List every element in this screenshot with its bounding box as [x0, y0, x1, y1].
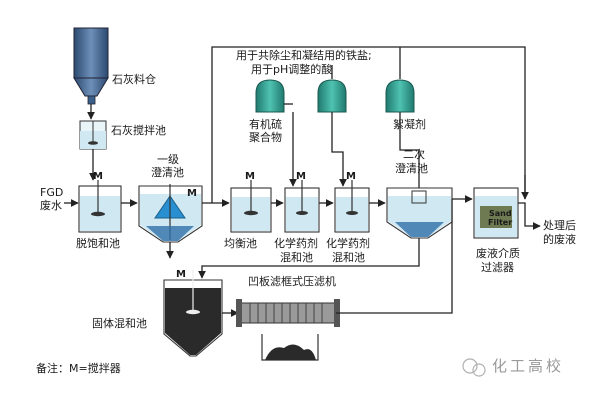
chem2-label-2: 混和池	[332, 251, 365, 264]
ph-acid-label: 用于pH调整的酸	[251, 62, 332, 76]
iron-salt-label: 用于共除尘和凝结用的铁盐;	[236, 48, 372, 62]
primary-clarifier-label-1: 一级	[157, 153, 179, 166]
chem-mix-tank-2	[334, 180, 370, 233]
filter-press-label: 凹板滤框式压滤机	[248, 274, 336, 288]
solids-mix-tank	[163, 270, 223, 357]
eq-tank-label: 均衡池	[224, 237, 257, 250]
secondary-clarifier-label-1: 二次	[403, 147, 425, 161]
desaturation-tank	[78, 180, 122, 233]
treated-label-2: 的废液	[543, 232, 576, 246]
lime-mix-tank-label: 石灰搅拌池	[111, 123, 166, 137]
chem1-label-1: 化学药剂	[274, 236, 318, 250]
eq-mixer-mark: M	[245, 171, 255, 182]
chem1-label-2: 混和池	[280, 251, 313, 264]
chem-mix-tank-1	[284, 180, 320, 233]
desat-tank-label: 脱饱和池	[76, 236, 120, 250]
watermark-text: 化工高校	[492, 357, 564, 375]
acid-pipe	[331, 112, 347, 187]
lime-silo	[73, 27, 109, 105]
primary-clarifier-label-2: 澄清池	[151, 165, 184, 179]
solids-tank-label: 固体混和池	[92, 316, 147, 330]
fgd-wastewater-label: 废水	[40, 198, 62, 212]
watermark: 化工高校	[462, 357, 564, 377]
media-filter-label-2: 过滤器	[481, 261, 514, 274]
solids-mixer-mark: M	[176, 269, 186, 280]
filter-inner-text-2: Filter	[488, 218, 512, 227]
cake-bin	[261, 334, 319, 361]
chem1-mixer-mark: M	[296, 171, 306, 182]
filter-press	[236, 299, 340, 327]
organosulfide-label-2: 聚合物	[249, 130, 282, 144]
organosulfide-tank	[255, 79, 285, 113]
secondary-clarifier	[386, 187, 453, 239]
secondary-clarifier-label-2: 澄清池	[395, 161, 428, 175]
lime-silo-label: 石灰料仓	[112, 72, 156, 86]
fgd-label: FGD	[40, 186, 63, 199]
primary-clarifier	[138, 184, 203, 243]
chem2-label-1: 化学药剂	[326, 236, 370, 250]
equalization-tank	[230, 180, 272, 233]
desat-mixer-mark: M	[93, 171, 103, 182]
clarifier-mixer-mark: M	[187, 188, 197, 199]
lime-mix-tank	[79, 120, 107, 150]
press-filtrate-return	[336, 199, 453, 314]
top-loop-pipe	[211, 46, 526, 203]
flocculant-tank	[385, 79, 415, 113]
filter-out-pipe	[518, 202, 541, 230]
flocculant-pipe	[399, 112, 423, 197]
treated-label-1: 处理后	[543, 219, 576, 232]
media-filter	[473, 187, 519, 239]
clarifier2-sludge-return	[198, 238, 420, 279]
filter-inner-text-1: Sand	[489, 209, 512, 218]
wechat-icon	[462, 358, 478, 374]
flocculant-label: 絮凝剂	[393, 117, 426, 131]
acid-tank	[317, 79, 347, 113]
media-filter-label-1: 废液介质	[476, 246, 520, 260]
organosulfide-label-1: 有机硫	[249, 117, 282, 131]
chem2-mixer-mark: M	[346, 171, 356, 182]
note-label: 备注：M=搅拌器	[36, 361, 121, 375]
